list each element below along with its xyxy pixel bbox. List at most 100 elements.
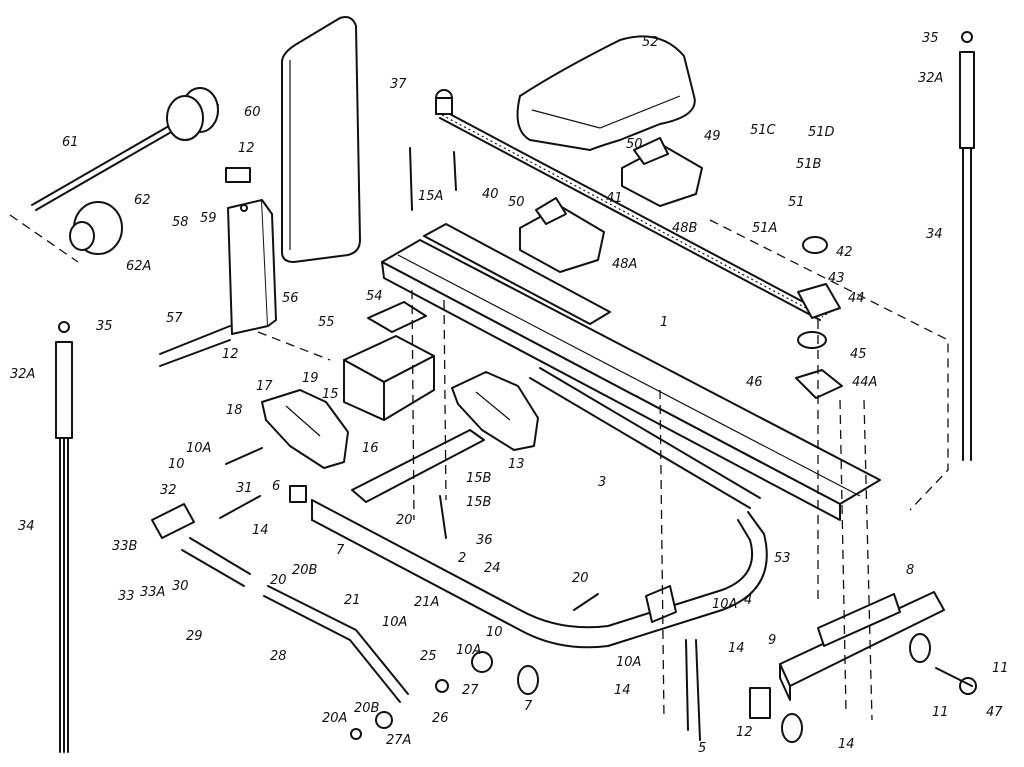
part-label-p47: 47 — [986, 705, 1003, 720]
part-label-p58: 58 — [172, 215, 189, 230]
pulley-bracket — [795, 236, 843, 399]
part-label-p41: 41 — [606, 191, 623, 206]
part-label-p51C: 51C — [750, 123, 777, 138]
part-label-p26: 26 — [432, 711, 449, 726]
part-label-p44A: 44A — [852, 375, 877, 390]
part-label-p16: 16 — [362, 441, 379, 456]
part-label-p15Bb: 15B — [466, 495, 492, 510]
part-label-p28: 28 — [270, 649, 287, 664]
part-label-p40: 40 — [482, 187, 499, 202]
part-label-p15Ba: 15B — [466, 471, 492, 486]
part-label-p32Ab: 32A — [918, 71, 943, 86]
part-label-p18: 18 — [226, 403, 243, 418]
part-label-p15: 15 — [322, 387, 339, 402]
part-label-p42: 42 — [836, 245, 853, 260]
pole-left — [55, 321, 73, 753]
base-frame — [311, 367, 768, 649]
part-label-p45: 45 — [850, 347, 867, 362]
part-label-p14c: 14 — [614, 683, 631, 698]
part-label-p27: 27 — [462, 683, 479, 698]
part-label-p52: 52 — [642, 35, 659, 50]
part-label-p17: 17 — [256, 379, 273, 394]
back-pad — [281, 16, 361, 263]
part-label-p10A2: 10A — [382, 615, 407, 630]
part-label-p33B: 33B — [112, 539, 138, 554]
foot-pedal-right — [451, 371, 539, 451]
part-label-p53: 53 — [774, 551, 791, 566]
part-label-p12b: 12 — [222, 347, 239, 362]
part-label-p6: 6 — [272, 479, 280, 494]
part-label-p21: 21 — [344, 593, 361, 608]
part-label-p20c: 20 — [270, 573, 287, 588]
part-label-p20a: 20 — [396, 513, 413, 528]
part-label-p48B: 48B — [672, 221, 698, 236]
part-label-p10A4: 10A — [712, 597, 737, 612]
upright-post — [159, 167, 331, 367]
part-label-p5: 5 — [698, 741, 706, 756]
part-label-p51B: 51B — [796, 157, 822, 172]
part-label-p11b: 11 — [932, 705, 949, 720]
assembly-guides — [411, 219, 949, 721]
part-label-p10A1: 10A — [186, 441, 211, 456]
part-label-p20b: 20 — [572, 571, 589, 586]
part-label-p20Ba: 20B — [354, 701, 380, 716]
part-label-p32: 32 — [160, 483, 177, 498]
part-label-p54: 54 — [366, 289, 383, 304]
part-label-p10b: 10 — [486, 625, 503, 640]
rear-foot — [779, 591, 945, 701]
part-label-p7b: 7 — [524, 699, 533, 714]
part-label-p59: 59 — [200, 211, 217, 226]
pole-right — [959, 31, 975, 461]
part-label-p34a: 34 — [18, 519, 35, 534]
part-label-p20A: 20A — [322, 711, 347, 726]
part-label-p36: 36 — [476, 533, 493, 548]
part-label-p32Aa: 32A — [10, 367, 35, 382]
part-label-p44: 44 — [848, 291, 865, 306]
part-label-p13: 13 — [508, 457, 525, 472]
part-label-p3: 3 — [598, 475, 606, 490]
part-label-p14b: 14 — [728, 641, 745, 656]
bolts — [225, 147, 973, 741]
part-label-p62: 62 — [134, 193, 151, 208]
part-label-p4: 4 — [744, 593, 752, 608]
part-label-p35b: 35 — [922, 31, 939, 46]
part-label-p56: 56 — [282, 291, 299, 306]
seat-bracket — [343, 301, 435, 421]
part-label-p62A: 62A — [126, 259, 151, 274]
part-label-p61: 61 — [62, 135, 79, 150]
part-label-p8: 8 — [906, 563, 914, 578]
part-label-p14d: 14 — [838, 737, 855, 752]
part-label-p33A: 33A — [140, 585, 165, 600]
part-label-p11a: 11 — [992, 661, 1009, 676]
part-label-p12c: 12 — [736, 725, 753, 740]
chain-belt — [435, 89, 827, 321]
part-label-p15A: 15A — [418, 189, 443, 204]
front-leg-assembly — [151, 495, 409, 703]
part-label-p51A: 51A — [752, 221, 777, 236]
part-label-p46: 46 — [746, 375, 763, 390]
part-label-p9: 9 — [768, 633, 776, 648]
part-label-p19: 19 — [302, 371, 319, 386]
part-label-p33: 33 — [118, 589, 135, 604]
carriage-48a — [519, 197, 605, 273]
seat-pad — [516, 35, 696, 151]
part-label-p37: 37 — [390, 77, 407, 92]
part-label-p31: 31 — [236, 481, 253, 496]
part-label-p50: 50 — [626, 137, 643, 152]
part-label-p43: 43 — [828, 271, 845, 286]
part-label-p49: 49 — [704, 129, 721, 144]
part-label-p10A3: 10A — [456, 643, 481, 658]
part-label-p10A5: 10A — [616, 655, 641, 670]
part-label-p2: 2 — [458, 551, 466, 566]
part-label-p60: 60 — [244, 105, 261, 120]
weight-bar-assembly — [9, 87, 219, 263]
part-label-p24: 24 — [484, 561, 501, 576]
part-label-p27A: 27A — [386, 733, 411, 748]
part-label-p51D: 51D — [808, 125, 835, 140]
part-label-p48A: 48A — [612, 257, 637, 272]
part-label-p21A: 21A — [414, 595, 439, 610]
part-label-p10a: 10 — [168, 457, 185, 472]
